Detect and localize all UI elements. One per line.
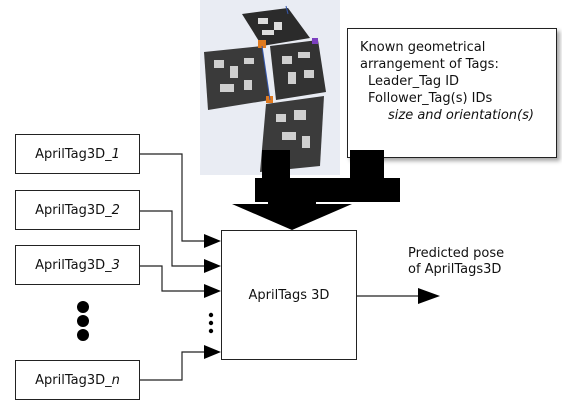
small-dot-2 [208,320,214,326]
input-3-prefix: AprilTag3D_ [35,257,112,273]
input-3-index: 3 [111,257,120,273]
output-label: Predicted pose of AprilTags3D [408,246,504,278]
input-2-prefix: AprilTag3D_ [35,202,112,218]
input-1-prefix: AprilTag3D_ [35,146,112,162]
arrow-input-2 [204,259,221,273]
input-box-n: AprilTag3D_n [15,360,140,400]
ellipsis-dot-1 [77,301,89,313]
ellipsis-dot-3 [77,329,89,341]
apriltag-cube-image [200,0,340,175]
arrow-input-1 [204,234,221,248]
merge-stem-right [350,150,384,180]
apriltags3d-core-box: AprilTags 3D [221,230,357,360]
input-box-3: AprilTag3D_3 [15,245,140,285]
known-line-2: arrangement of Tags: [360,57,499,72]
input-n-prefix: AprilTag3D_ [35,372,112,388]
big-down-arrow [232,204,352,230]
input-2-index: 2 [111,202,120,218]
known-arrangement-box: Known geometrical arrangement of Tags: L… [347,28,557,158]
known-line-leader: Leader_Tag ID [368,74,460,89]
known-line-size: size and orientation(s) [388,108,534,123]
ellipsis-dot-2 [77,315,89,327]
small-dot-1 [208,312,214,318]
arrow-input-n [204,345,221,359]
core-label: AprilTags 3D [248,287,330,303]
small-dot-3 [208,328,214,334]
input-box-1: AprilTag3D_1 [15,134,140,174]
input-1-index: 1 [111,146,120,162]
input-box-2: AprilTag3D_2 [15,190,140,230]
input-n-index: n [111,372,120,388]
merge-stem-left [262,150,290,180]
merge-bar [255,178,400,202]
arrow-input-3 [204,284,221,298]
known-line-follower: Follower_Tag(s) IDs [368,91,493,106]
output-line-2: of AprilTags3D [408,262,502,277]
known-line-1: Known geometrical [360,40,486,55]
arrow-output [418,288,440,304]
output-line-1: Predicted pose [408,246,505,261]
